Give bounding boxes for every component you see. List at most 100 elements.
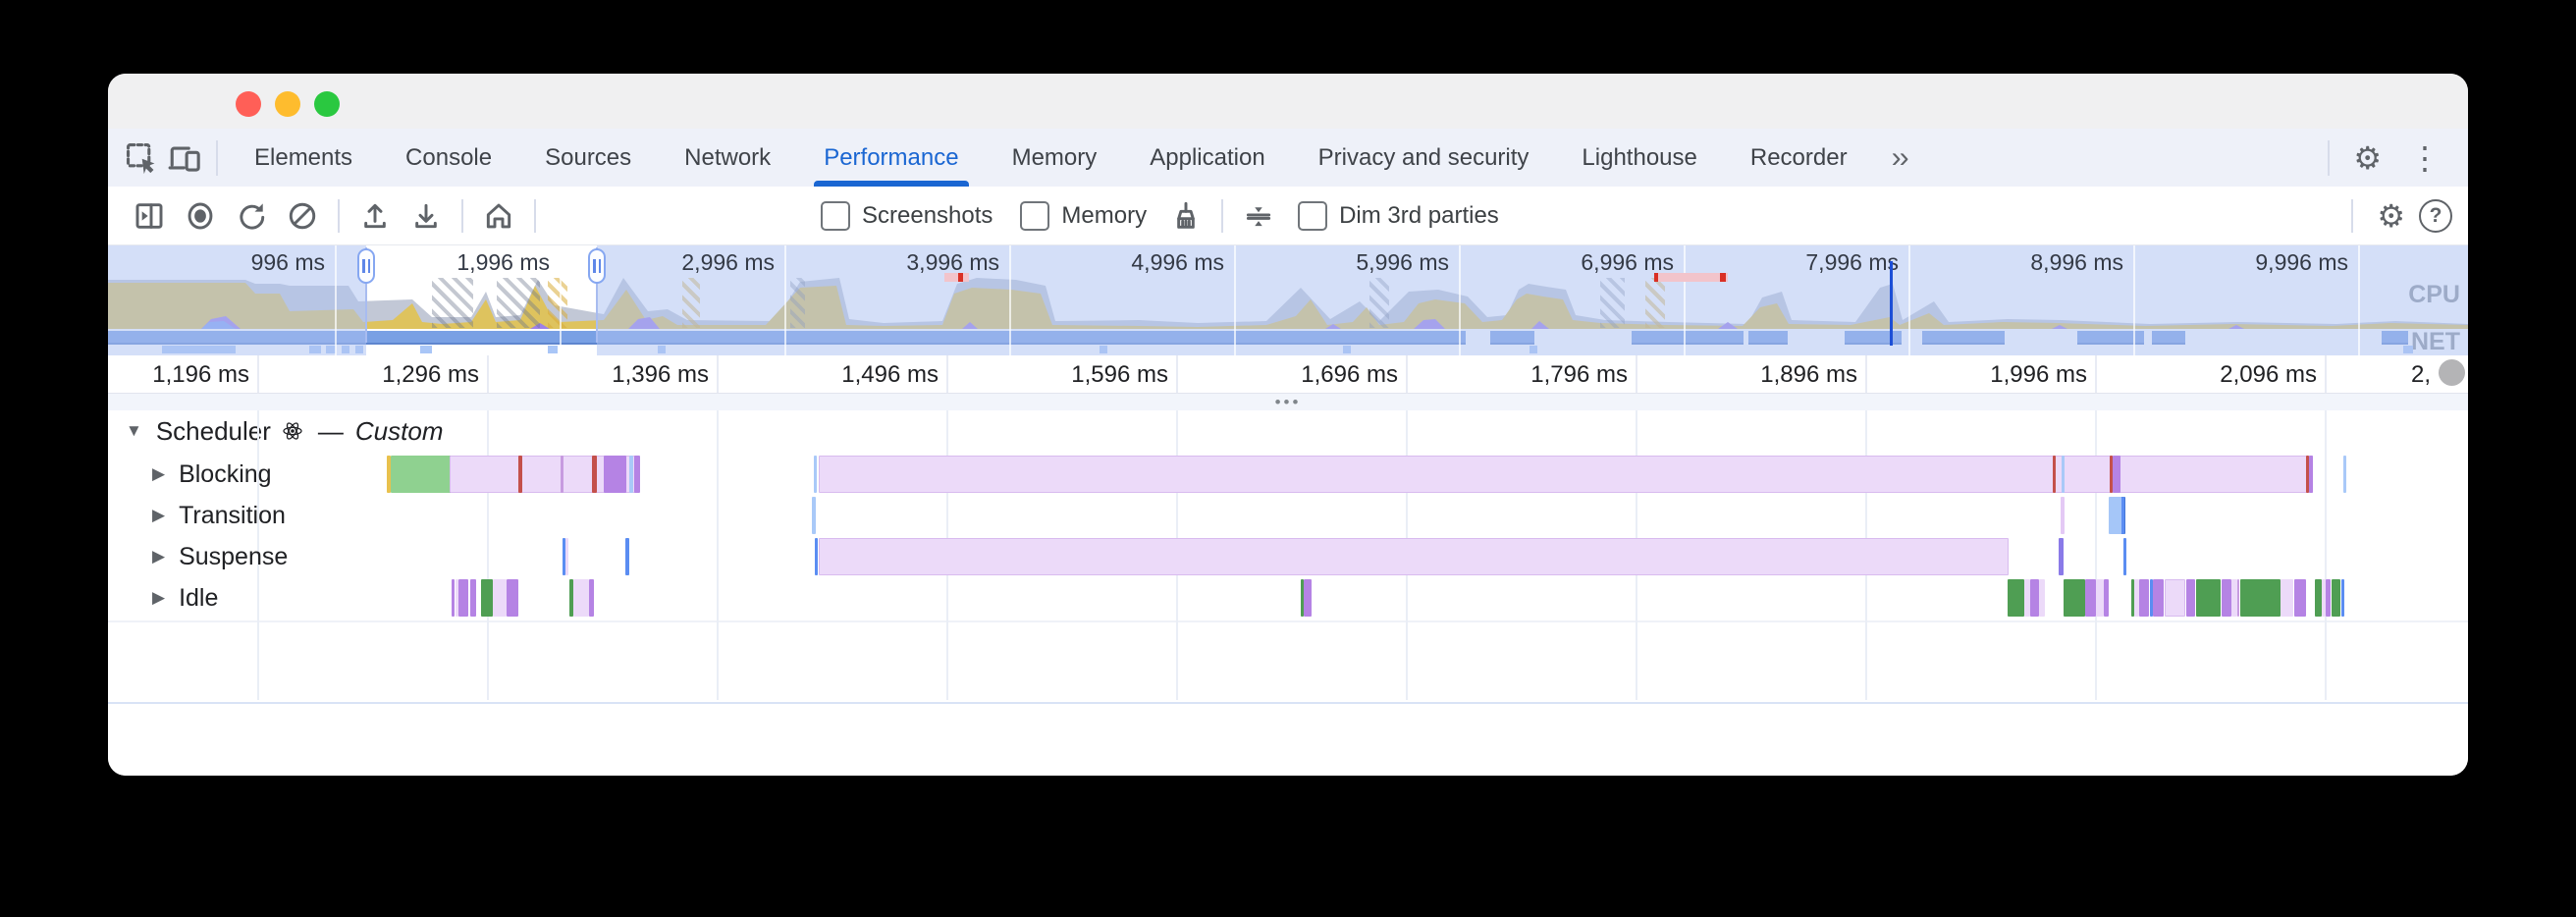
help-icon[interactable]: ? [2419, 198, 2452, 233]
flame-bar-lavender[interactable] [2024, 579, 2030, 617]
flame-bar-lavender[interactable] [2096, 579, 2104, 617]
flame-bar-lavender[interactable] [819, 538, 2009, 575]
flame-bar-green[interactable] [391, 456, 453, 493]
flame-bar-dkgreen[interactable] [1301, 579, 1304, 617]
flame-bar-dkgreen[interactable] [2131, 579, 2134, 617]
more-tabs-icon[interactable]: ›› [1891, 140, 1909, 174]
block-icon[interactable] [282, 195, 323, 237]
close-window-button[interactable] [236, 91, 261, 117]
flame-bar-purple[interactable] [2222, 579, 2231, 617]
kebab-menu-icon[interactable]: ⋮ [2409, 139, 2441, 176]
settings-gear-icon[interactable]: ⚙ [2353, 139, 2382, 176]
flame-bar-purple[interactable] [2153, 579, 2164, 617]
flame-bar-red[interactable] [2053, 456, 2056, 493]
flame-bar-purpleThin[interactable] [561, 456, 564, 493]
flame-bar-red[interactable] [2110, 456, 2113, 493]
capture-settings-gear-icon[interactable]: ⚙ [2377, 197, 2405, 234]
tab-network[interactable]: Network [684, 143, 772, 171]
tab-performance[interactable]: Performance [814, 129, 969, 187]
flame-bar-blue[interactable] [815, 538, 818, 575]
flame-bar-red[interactable] [518, 456, 522, 493]
flame-bar-red[interactable] [592, 456, 597, 493]
dim-3rd-parties-checkbox[interactable] [1298, 200, 1328, 231]
flame-bar-ltblue[interactable] [629, 456, 633, 493]
minimize-window-button[interactable] [275, 91, 300, 117]
tab-application[interactable]: Application [1150, 143, 1265, 171]
tab-privacy-and-security[interactable]: Privacy and security [1317, 143, 1530, 171]
upload-icon[interactable] [354, 195, 396, 237]
flame-bar-purple[interactable] [2309, 456, 2313, 493]
flame-bar-dkgreen[interactable] [2332, 579, 2340, 617]
expand-triangle-icon[interactable]: ▶ [152, 506, 166, 524]
flame-bar-purple[interactable] [470, 579, 476, 617]
flame-bar-lavender[interactable] [456, 579, 458, 617]
tab-lighthouse[interactable]: Lighthouse [1582, 143, 1697, 171]
flame-bar-ltblue[interactable] [2062, 456, 2065, 493]
timeline-overview[interactable]: CPU NET 996 ms1,996 ms2,996 ms3,996 ms4,… [108, 245, 2468, 355]
flame-bar-purple[interactable] [2113, 456, 2120, 493]
flame-bar-purple[interactable] [2139, 579, 2149, 617]
flame-bar-ltblue[interactable] [2343, 456, 2346, 493]
expand-triangle-icon[interactable]: ▶ [152, 588, 166, 607]
memory-checkbox-group[interactable]: Memory [1020, 200, 1147, 231]
flame-bar-lavender[interactable] [493, 579, 507, 617]
reload-icon[interactable] [231, 195, 272, 237]
flame-bar-purple[interactable] [2326, 579, 2331, 617]
tab-recorder[interactable]: Recorder [1749, 143, 1848, 171]
flame-bar-yellow[interactable] [387, 456, 391, 493]
flame-bar-lavender[interactable] [2039, 579, 2045, 617]
flame-bar-lavender[interactable] [819, 456, 2313, 493]
flame-bar-red[interactable] [2306, 456, 2309, 493]
flame-bar-purple[interactable] [589, 579, 594, 617]
zoom-window-button[interactable] [314, 91, 340, 117]
panel-resize-handle[interactable]: ••• [108, 393, 2468, 412]
playhead-marker[interactable] [1890, 261, 1893, 346]
tab-console[interactable]: Console [405, 143, 493, 171]
flame-bar-lavenderSliver[interactable] [2061, 497, 2065, 534]
flame-bar-purple[interactable] [452, 579, 455, 617]
dim-3rd-parties-checkbox-group[interactable]: Dim 3rd parties [1298, 200, 1499, 231]
flame-bar-lavender[interactable] [2231, 579, 2237, 617]
flame-bar-ltblue[interactable] [812, 497, 816, 534]
flame-bar-blue[interactable] [625, 538, 629, 575]
flame-bar-dkgreen[interactable] [2008, 579, 2024, 617]
flame-bar-lavender[interactable] [2134, 579, 2139, 617]
selection-handle-left[interactable] [357, 248, 375, 284]
flame-bar-purpleBlue[interactable] [2059, 538, 2064, 575]
collapse-triangle-icon[interactable]: ▼ [126, 421, 142, 440]
flame-bar-blue[interactable] [2150, 579, 2153, 617]
flame-bar-blue[interactable] [563, 538, 565, 575]
flame-bar-purple[interactable] [2186, 579, 2195, 617]
dock-side-icon[interactable] [129, 195, 170, 237]
expand-triangle-icon[interactable]: ▶ [152, 547, 166, 566]
tab-memory[interactable]: Memory [1011, 143, 1098, 171]
expand-triangle-icon[interactable]: ▶ [152, 464, 166, 483]
flame-bar-purple[interactable] [1304, 579, 1312, 617]
inspect-element-icon[interactable] [120, 136, 163, 180]
selection-handle-right[interactable] [588, 248, 606, 284]
flame-bar-purple[interactable] [2294, 579, 2306, 617]
home-icon[interactable] [478, 195, 519, 237]
flame-bar-purple[interactable] [604, 456, 626, 493]
flame-bar-purple[interactable] [458, 579, 468, 617]
flame-bar-purple[interactable] [2085, 579, 2096, 617]
flame-bar-blue[interactable] [2121, 497, 2124, 534]
flame-bar-dkgreen[interactable] [2196, 579, 2221, 617]
flame-bar-lavender[interactable] [2165, 579, 2185, 617]
flame-bar-dkgreen[interactable] [2064, 579, 2085, 617]
screenshots-checkbox-group[interactable]: Screenshots [821, 200, 993, 231]
record-icon[interactable] [180, 195, 221, 237]
garbage-collect-icon[interactable] [1165, 195, 1207, 237]
flame-bar-purple[interactable] [2104, 579, 2109, 617]
flame-bar-purple[interactable] [634, 456, 640, 493]
flame-bar-ltblue[interactable] [814, 456, 817, 493]
memory-checkbox[interactable] [1020, 200, 1050, 231]
flame-bar-lavender[interactable] [2322, 579, 2326, 617]
scheduler-track-header[interactable]: ▼ Scheduler — Custom [126, 414, 443, 448]
flame-bar-dkgreen[interactable] [2240, 579, 2281, 617]
download-icon[interactable] [405, 195, 447, 237]
flame-bar-dkgreen[interactable] [569, 579, 573, 617]
flame-bar-lavender[interactable] [565, 538, 568, 575]
flame-bar-dkgreen[interactable] [2315, 579, 2322, 617]
flame-bar-purple[interactable] [507, 579, 518, 617]
